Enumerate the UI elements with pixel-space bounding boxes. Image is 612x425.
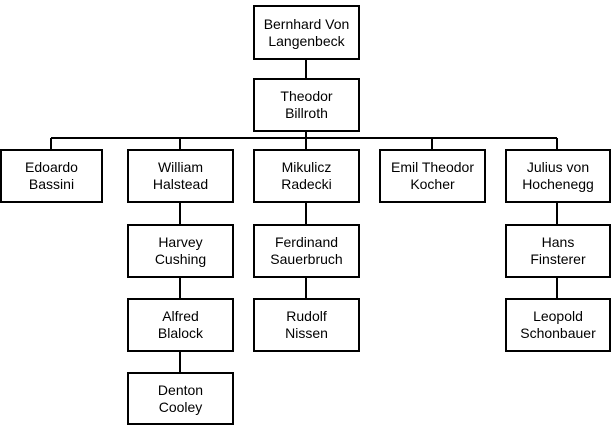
node-schonbauer: Leopold Schonbauer xyxy=(505,298,611,352)
node-radecki: Mikulicz Radecki xyxy=(253,149,360,203)
node-radecki-line1: Mikulicz xyxy=(281,159,332,175)
node-nissen: Rudolf Nissen xyxy=(253,298,360,352)
node-cooley-line1: Denton xyxy=(157,381,204,398)
node-nissen-line2: Nissen xyxy=(285,325,328,341)
node-blalock-line2: Blalock xyxy=(157,325,204,341)
node-bassini: Edoardo Bassini xyxy=(0,149,103,203)
node-sauerbruch: Ferdinand Sauerbruch xyxy=(253,224,360,278)
node-kocher-line1: Emil Theodor xyxy=(390,159,474,175)
node-blalock: Alfred Blalock xyxy=(127,298,234,352)
node-billroth: Theodor Billroth xyxy=(253,78,360,132)
node-finsterer-line1: Hans xyxy=(541,234,575,250)
node-radecki-line2: Radecki xyxy=(281,176,332,192)
node-schonbauer-line1: Leopold xyxy=(533,308,583,324)
node-bassini-line2: Bassini xyxy=(28,176,75,192)
node-halstead: William Halstead xyxy=(127,149,234,203)
node-halstead-line2: Halstead xyxy=(152,176,209,192)
node-langenbeck: Bernhard Von Langenbeck xyxy=(253,5,360,60)
node-hochenegg: Julius von Hochenegg xyxy=(505,149,611,203)
node-cooley-line2: Cooley xyxy=(158,398,203,415)
node-cushing-line2: Cushing xyxy=(154,251,207,267)
node-billroth-line1: Theodor xyxy=(280,88,333,104)
node-sauerbruch-line2: Sauerbruch xyxy=(270,251,343,267)
node-halstead-line1: William xyxy=(157,159,204,175)
node-finsterer-line2: Finsterer xyxy=(530,251,586,267)
node-kocher-line2: Kocher xyxy=(410,176,455,192)
node-nissen-line1: Rudolf xyxy=(286,308,327,324)
node-finsterer: Hans Finsterer xyxy=(505,224,611,278)
node-hochenegg-line1: Julius von xyxy=(526,159,590,175)
node-blalock-line1: Alfred xyxy=(162,308,199,324)
node-langenbeck-line2: Langenbeck xyxy=(268,32,345,49)
node-cooley: Denton Cooley xyxy=(127,372,234,425)
node-sauerbruch-line1: Ferdinand xyxy=(274,234,339,250)
node-cushing: Harvey Cushing xyxy=(127,224,234,278)
node-hochenegg-line2: Hochenegg xyxy=(522,176,594,192)
node-cushing-line1: Harvey xyxy=(158,234,203,250)
node-langenbeck-line1: Bernhard Von xyxy=(263,15,350,32)
node-billroth-line2: Billroth xyxy=(285,105,328,121)
node-bassini-line1: Edoardo xyxy=(25,159,78,175)
node-kocher: Emil Theodor Kocher xyxy=(379,149,486,203)
node-schonbauer-line2: Schonbauer xyxy=(520,325,596,341)
